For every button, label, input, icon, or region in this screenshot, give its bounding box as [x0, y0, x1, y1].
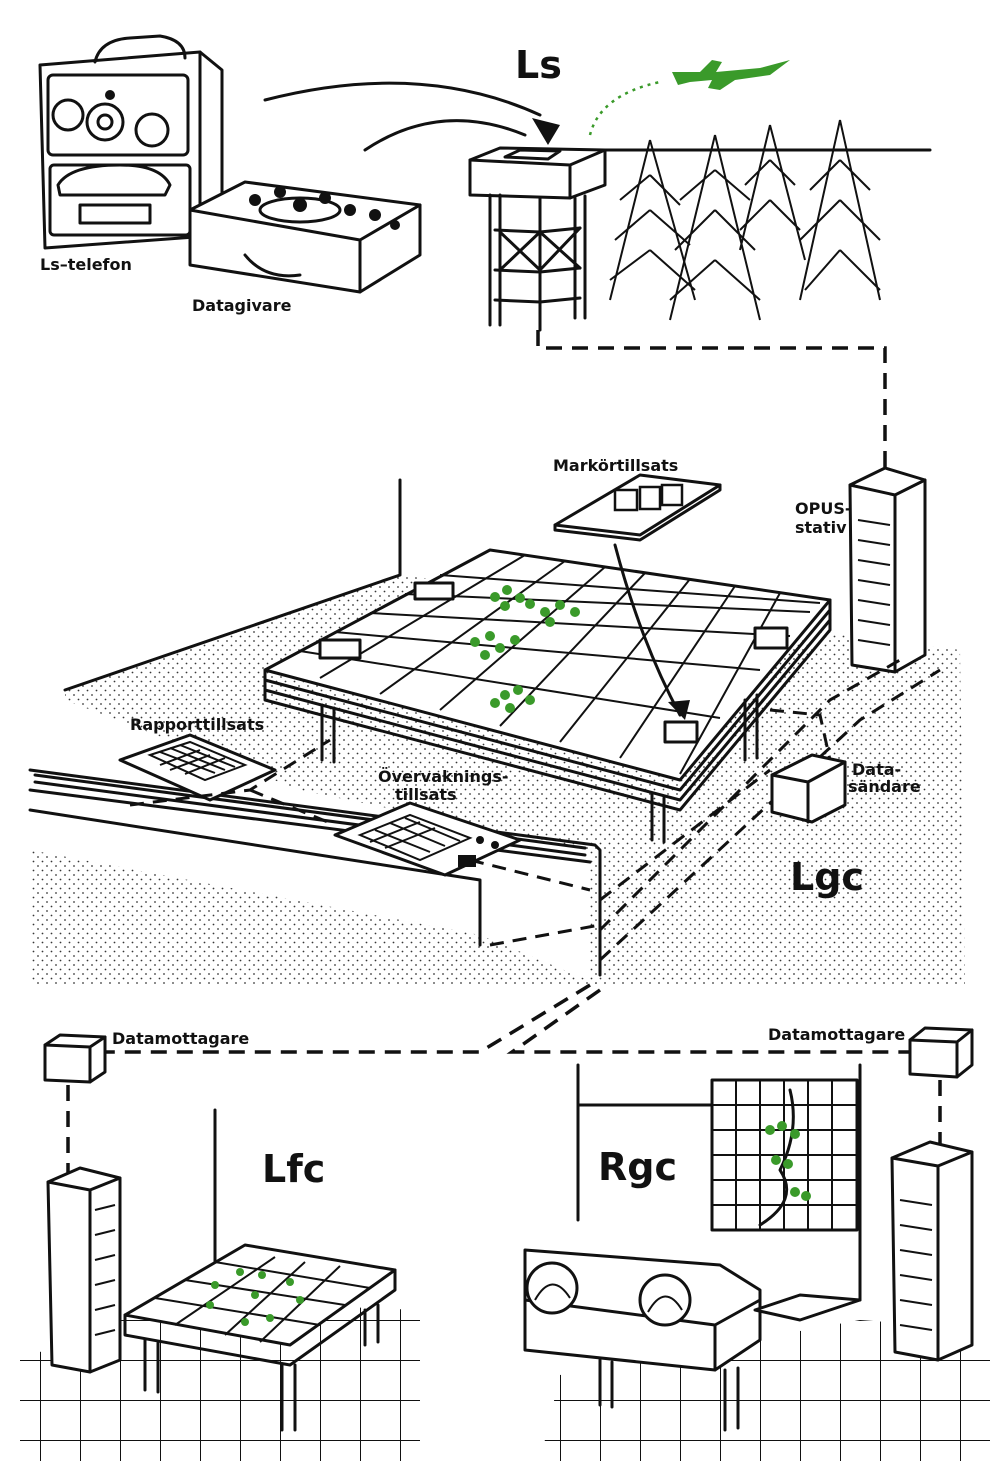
report-arrow-lower	[363, 119, 527, 152]
surveillance-panel-icon	[333, 801, 522, 877]
link-lgc-bundle	[598, 658, 941, 962]
report-arrow-upper	[263, 81, 542, 117]
watch-tower-icon	[468, 146, 607, 332]
link-tower-opus	[536, 330, 887, 470]
field-telephone-icon	[38, 34, 224, 250]
data-box-icon	[908, 1026, 974, 1079]
floor-dotted-lower	[30, 850, 600, 985]
jet-trail	[588, 80, 661, 136]
counter-desk	[28, 768, 602, 977]
room-wall-line	[63, 478, 402, 692]
link-table-transmitter	[769, 708, 832, 761]
overvaknings-label-line1: Övervaknings-	[378, 767, 509, 786]
equipment-rack-icon	[848, 466, 927, 674]
datasandare-label-line1: Data-	[852, 760, 901, 779]
marker-arrow	[613, 543, 682, 717]
ls-title: Ls	[515, 43, 562, 87]
equipment-rack-icon	[890, 1140, 974, 1362]
rapporttillsats-label: Rapporttillsats	[130, 715, 264, 734]
markortillsats-label: Markörtillsats	[553, 456, 678, 475]
ls-telefon-label: Ls–telefon	[40, 255, 132, 274]
opus-label-line1: OPUS-	[795, 499, 851, 518]
link-to-rgc	[506, 988, 910, 1054]
plotting-table-icon	[123, 1243, 397, 1432]
marker-attachment-panel	[553, 473, 722, 542]
opus-label-line2: stativ	[795, 518, 847, 537]
jet-aircraft-icon	[672, 60, 790, 90]
datamottagare-right-label: Datamottagare	[768, 1025, 905, 1044]
datagivare-label: Datagivare	[192, 296, 292, 315]
equipment-rack-icon	[46, 1166, 122, 1374]
data-box-icon	[43, 1033, 107, 1084]
overvaknings-label-line2: tillsats	[395, 785, 457, 804]
link-report-table	[129, 738, 336, 827]
wall-map-icon	[710, 1078, 859, 1232]
lgc-title: Lgc	[790, 855, 864, 899]
radar-console-icon	[523, 1248, 862, 1432]
rgc-title: Rgc	[598, 1145, 677, 1189]
rgc-tiled-floor	[540, 1320, 990, 1461]
link-to-lfc	[105, 983, 591, 1054]
forest-icon	[609, 119, 881, 321]
data-box-icon	[770, 753, 847, 824]
datamottagare-left-label: Datamottagare	[112, 1029, 249, 1048]
data-encoder-case-icon	[188, 180, 422, 294]
lfc-title: Lfc	[262, 1147, 325, 1191]
link-panels-counter	[469, 858, 601, 947]
plotting-table-icon	[263, 548, 832, 844]
datasandare-label-line2: sändare	[848, 777, 921, 796]
keyboard-panel-icon	[118, 733, 277, 802]
